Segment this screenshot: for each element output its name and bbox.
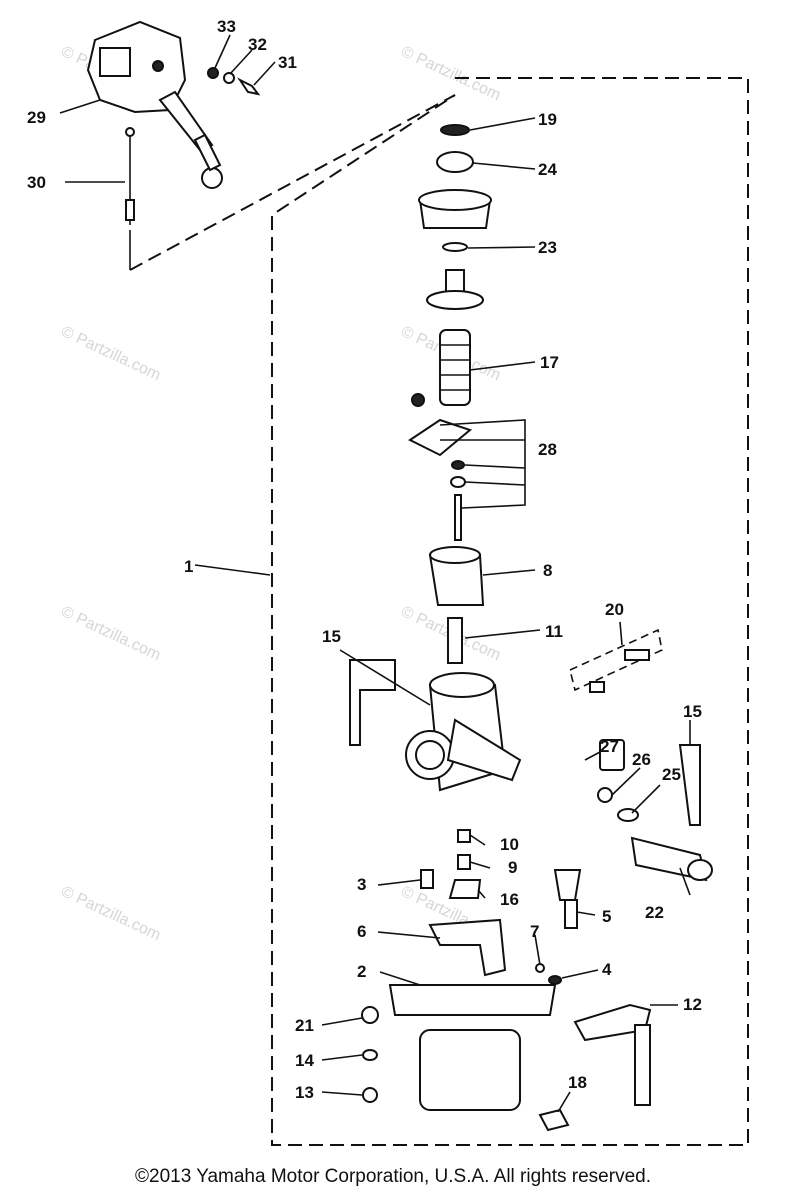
callout-label: 15 [683,702,702,721]
watermark: © Partzilla.com [58,323,163,384]
callout-label: 22 [645,903,664,922]
callout-label: 30 [27,173,46,192]
callout-label: 3 [357,875,366,894]
callout-label: 17 [540,353,559,372]
callout-label: 31 [278,53,297,72]
carburetor-body [405,672,522,792]
callout-label: 33 [217,17,236,36]
callout-label: 11 [545,622,563,641]
callout-label: 9 [508,858,517,877]
callout-label: 13 [295,1083,314,1102]
callout-label: 25 [662,765,681,784]
callout-label: 32 [248,35,267,54]
callout-label: 19 [538,110,557,129]
callout-label: 29 [27,108,46,127]
callout-labels: 1 2 3 4 5 6 7 8 9 10 11 12 13 14 15 15 1… [27,17,702,1102]
watermark: © Partzilla.com [58,883,163,944]
callout-label: 10 [500,835,519,854]
copyright-notice: ©2013 Yamaha Motor Corporation, U.S.A. A… [135,1166,651,1187]
callout-label: 28 [538,440,557,459]
callout-label: 2 [357,962,366,981]
callout-label: 12 [683,995,702,1014]
watermark: © Partzilla.com [398,43,503,104]
callout-label: 18 [568,1073,587,1092]
throttle-housing-part [86,20,223,189]
callout-label: 5 [602,907,611,926]
callout-label: 4 [602,960,612,979]
callout-label: 20 [605,600,624,619]
callout-label: 7 [530,922,539,941]
leader-lines [59,34,691,1113]
watermarks: © Partzilla.com © Partzilla.com © Partzi… [58,43,503,944]
callout-label: 6 [357,922,366,941]
callout-label: 15 [322,627,341,646]
watermark: © Partzilla.com [58,603,163,664]
screw-parts [207,67,261,96]
assembly-boundary [271,77,749,1146]
callout-label: 24 [538,160,557,179]
callout-label: 27 [600,737,619,756]
callout-label: 8 [543,561,552,580]
callout-label: 26 [632,750,651,769]
callout-label: 23 [538,238,557,257]
callout-label: 16 [500,890,519,909]
callout-label: 21 [295,1016,314,1035]
carburetor-top-stack [408,124,492,664]
cable-link-line [129,94,456,271]
callout-label: 1 [184,557,193,576]
callout-label: 14 [295,1051,314,1070]
throttle-cable-part [125,127,135,225]
carburetor-lower-parts [349,628,713,1132]
